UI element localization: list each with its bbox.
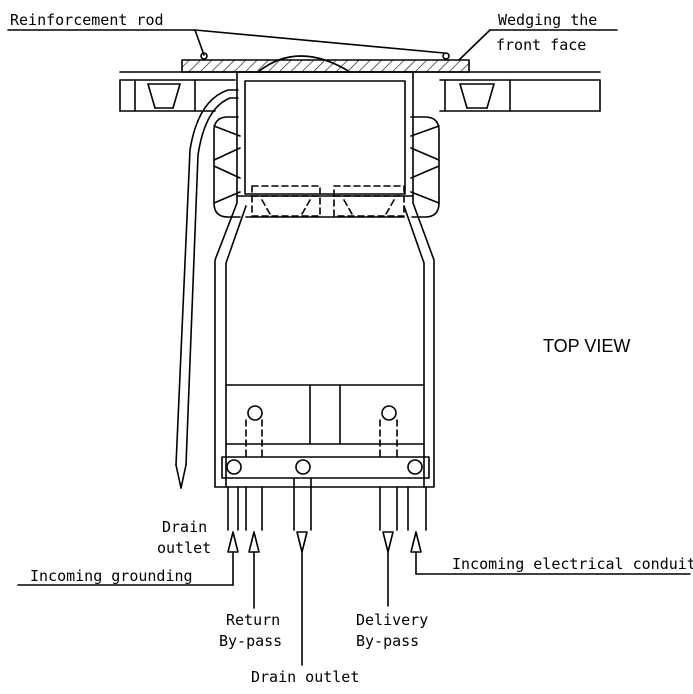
left-flange-teeth bbox=[213, 125, 241, 204]
label-incoming-grounding: Incoming grounding bbox=[30, 567, 193, 585]
main-body-outer bbox=[214, 195, 435, 488]
connection-bar bbox=[221, 456, 430, 479]
label-wedging-line1: Wedging the bbox=[498, 11, 597, 29]
upper-box bbox=[236, 71, 414, 197]
label-return-2: By-pass bbox=[219, 632, 282, 650]
dome bbox=[257, 55, 351, 73]
front-face-plate bbox=[181, 59, 470, 73]
arrow-down-delivery bbox=[382, 531, 394, 553]
right-wall-bracket bbox=[444, 79, 511, 112]
reinforcement-rod-right bbox=[442, 52, 450, 60]
arrow-up-return bbox=[248, 531, 260, 553]
pipe-grounding bbox=[227, 486, 239, 531]
label-drain-outlet-bottom: Drain outlet bbox=[251, 668, 359, 686]
leader-reinforcement-b bbox=[194, 29, 445, 54]
label-reinforcement-rod: Reinforcement rod bbox=[10, 11, 164, 29]
right-mount-flange bbox=[410, 116, 440, 218]
leader-reinforcement-a bbox=[194, 29, 205, 56]
arrow-up-grounding bbox=[227, 531, 239, 553]
wall-section bbox=[119, 71, 601, 112]
label-return-1: Return bbox=[226, 611, 280, 629]
dashed-pipes bbox=[245, 419, 398, 458]
lower-block bbox=[225, 384, 425, 445]
label-top-view: TOP VIEW bbox=[543, 336, 630, 356]
label-wedging-line2: front face bbox=[496, 36, 586, 54]
pipe-drain-bottom bbox=[293, 477, 312, 531]
pipe-electrical bbox=[407, 486, 427, 531]
arrow-down-drain bbox=[296, 531, 308, 553]
drain-hose bbox=[175, 89, 239, 489]
leader-wedging bbox=[458, 29, 491, 61]
label-delivery-2: By-pass bbox=[356, 632, 419, 650]
left-mount-flange bbox=[213, 116, 241, 218]
arrow-up-electrical bbox=[410, 531, 422, 553]
label-incoming-electrical-conduit: Incoming electrical conduit bbox=[452, 555, 693, 573]
label-drain-outlet-left-1: Drain bbox=[162, 518, 207, 536]
label-drain-outlet-left-2: outlet bbox=[157, 539, 211, 557]
reinforcement-rod-left bbox=[200, 52, 208, 60]
pipe-delivery bbox=[379, 486, 398, 531]
dashed-inner-components bbox=[251, 185, 405, 217]
main-body-inner bbox=[225, 205, 425, 488]
right-flange-teeth bbox=[410, 125, 440, 204]
label-delivery-1: Delivery bbox=[356, 611, 428, 629]
pipe-return bbox=[245, 486, 263, 531]
left-wall-bracket bbox=[134, 79, 196, 112]
